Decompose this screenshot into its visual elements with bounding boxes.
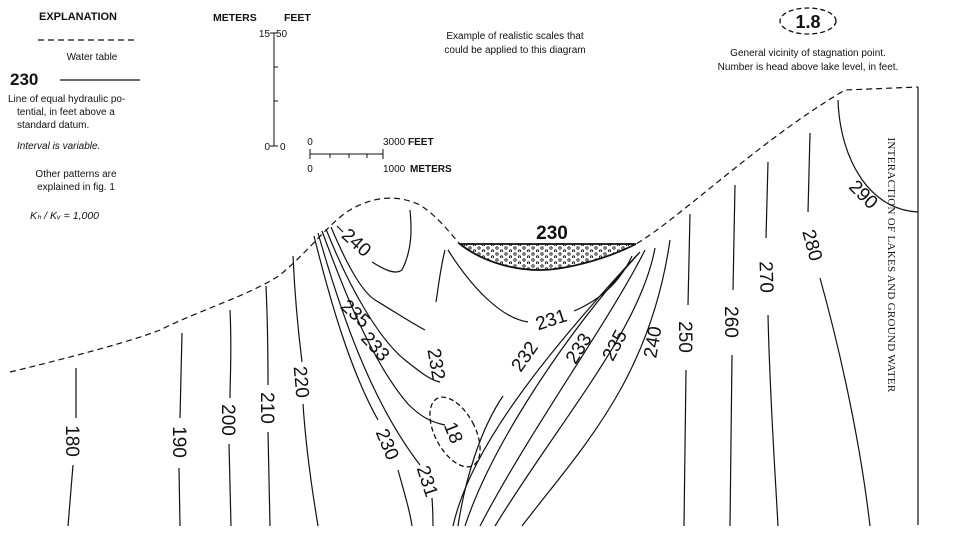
contour-label-233-left: 233 xyxy=(356,328,393,366)
contour-label-231-left: 231 xyxy=(412,463,442,500)
contour-label-231-right: 231 xyxy=(533,306,570,336)
vertical-tick-0ft: 0 xyxy=(280,142,286,153)
horizontal-tick-0m: 0 xyxy=(307,164,313,175)
equipotential-lines xyxy=(67,99,919,527)
contour-label-235-left: 235 xyxy=(336,296,374,333)
contour-label-260: 260 xyxy=(720,306,741,338)
stagnation-symbol-value: 1.8 xyxy=(795,12,820,32)
contour-desc-line-1: Line of equal hydraulic po- xyxy=(8,94,125,105)
contour-label-270: 270 xyxy=(754,261,776,293)
contour-label-200: 200 xyxy=(217,404,238,436)
vertical-tick-50: 50 xyxy=(276,29,288,40)
vertical-tick-15: 15 xyxy=(259,29,271,40)
water-table-label: Water table xyxy=(67,52,118,63)
horizontal-scale: 0 3000 FEET 0 1000 METERS xyxy=(307,137,452,175)
contour-label-190: 190 xyxy=(168,426,189,458)
lake-sediment xyxy=(457,243,637,271)
side-running-title: INTERACTION OF LAKES AND GROUND WATER xyxy=(885,137,897,393)
horizontal-tick-1000: 1000 xyxy=(383,164,406,175)
contour-label-280: 280 xyxy=(797,227,825,263)
stagnation-legend: 1.8 General vicinity of stagnation point… xyxy=(718,7,899,73)
contour-sample-value: 230 xyxy=(10,70,38,89)
patterns-line-2: explained in fig. 1 xyxy=(37,182,115,193)
scale-caption-line-1: Example of realistic scales that xyxy=(446,31,584,42)
vertical-scale: METERS FEET 15 50 0 0 xyxy=(213,12,311,153)
contour-label-290: 290 xyxy=(844,176,881,213)
stagnation-caption-line-2: Number is head above lake level, in feet… xyxy=(718,62,899,73)
contour-label-210: 210 xyxy=(256,392,277,424)
vertical-unit-feet: FEET xyxy=(284,12,311,24)
water-table-line xyxy=(9,86,919,373)
vertical-tick-0m: 0 xyxy=(264,142,270,153)
vertical-unit-meters: METERS xyxy=(213,12,257,24)
stagnation-point-label: 18 xyxy=(439,419,466,446)
contour-desc-line-2: tential, in feet above a xyxy=(17,107,115,118)
contour-label-220: 220 xyxy=(289,365,313,398)
scale-caption-line-2: could be applied to this diagram xyxy=(444,45,585,56)
contour-label-235-right: 235 xyxy=(599,327,632,365)
horizontal-unit-feet: FEET xyxy=(408,137,434,148)
contour-label-180: 180 xyxy=(61,425,82,457)
stagnation-caption-line-1: General vicinity of stagnation point. xyxy=(730,48,886,59)
horizontal-tick-3000: 3000 xyxy=(383,137,406,148)
patterns-line-1: Other patterns are xyxy=(35,169,117,180)
contour-label-240-left: 240 xyxy=(337,225,375,262)
anisotropy-note: Kₕ / Kᵥ = 1,000 xyxy=(30,210,99,222)
horizontal-unit-meters: METERS xyxy=(410,164,452,175)
contour-desc-line-3: standard datum. xyxy=(17,120,89,131)
stagnation-symbol xyxy=(779,7,837,35)
contour-label-250: 250 xyxy=(674,321,695,353)
contour-label-233-right: 233 xyxy=(562,330,597,368)
contour-interval-note: Interval is variable. xyxy=(17,141,100,152)
lake: 230 xyxy=(457,223,637,271)
horizontal-tick-0ft: 0 xyxy=(307,137,313,148)
contour-labels: 180 190 200 210 220 230 231 232 233 235 … xyxy=(61,176,882,499)
explanation-legend: EXPLANATION Water table 230 Line of equa… xyxy=(8,11,140,222)
stagnation-point-marker xyxy=(429,396,481,468)
contour-label-240-right: 240 xyxy=(640,325,666,360)
scale-caption: Example of realistic scales that could b… xyxy=(444,31,585,56)
lake-head-label: 230 xyxy=(536,223,568,244)
explanation-heading: EXPLANATION xyxy=(39,11,117,23)
